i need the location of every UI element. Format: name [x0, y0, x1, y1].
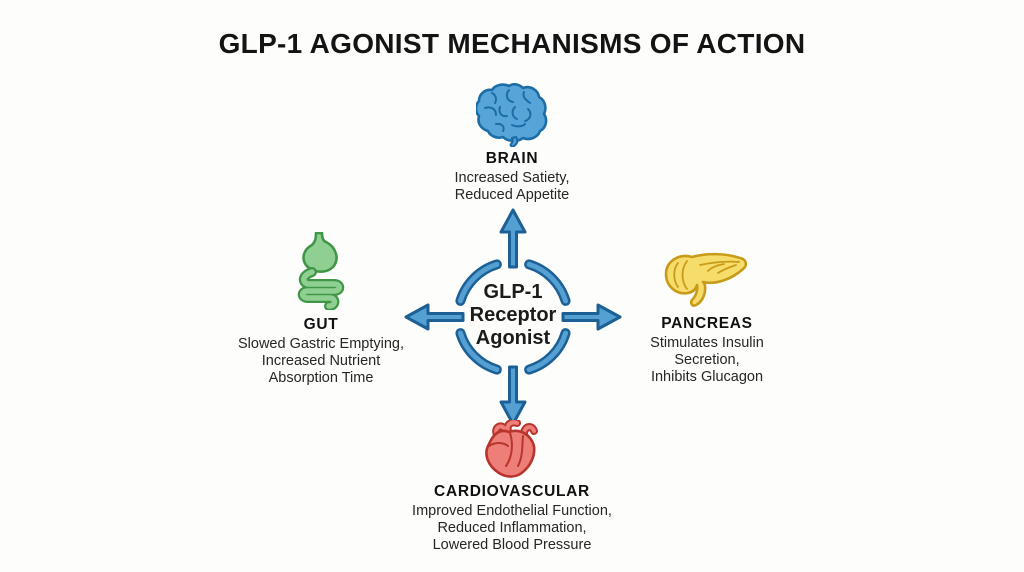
- brain-desc-line: Increased Satiety,: [454, 170, 570, 186]
- gut-icon: [290, 232, 352, 310]
- hub-line: Receptor: [469, 304, 557, 326]
- page-title: GLP-1 AGONIST MECHANISMS OF ACTION: [218, 28, 806, 59]
- gut-desc-line: Increased Nutrient: [261, 352, 381, 369]
- arrow-down-icon: [499, 365, 527, 426]
- hub-line: GLP-1: [483, 281, 543, 303]
- brain-section: BRAIN Increased Satiety, Reduced Appetit…: [362, 149, 662, 204]
- brain-desc-line: Reduced Appetite: [454, 186, 570, 203]
- hub-line: Agonist: [475, 327, 551, 349]
- gut-description: Slowed Gastric Emptying, Increased Nutri…: [196, 336, 446, 386]
- pancreas-description: Stimulates Insulin Secretion, Inhibits G…: [592, 335, 822, 385]
- gut-section: GUT Slowed Gastric Emptying, Increased N…: [196, 315, 446, 386]
- cardiovascular-label: CARDIOVASCULAR: [434, 483, 590, 500]
- pancreas-label: PANCREAS: [661, 315, 753, 332]
- hub-diagram: [403, 207, 623, 427]
- pancreas-desc-line: Secretion,: [674, 351, 740, 368]
- brain-description: Increased Satiety, Reduced Appetite: [362, 170, 662, 204]
- pancreas-icon: [660, 250, 752, 312]
- brain-icon: [476, 83, 548, 147]
- cardiovascular-description: Improved Endothelial Function, Reduced I…: [352, 503, 672, 553]
- pancreas-section: PANCREAS Stimulates Insulin Secretion, I…: [592, 314, 822, 385]
- arrow-up-icon: [499, 208, 527, 269]
- pancreas-desc-line: Stimulates Insulin: [650, 335, 764, 351]
- cardiovascular-desc-line: Lowered Blood Pressure: [432, 536, 592, 553]
- hub-center-label: GLP-1 Receptor Agonist: [433, 281, 593, 350]
- brain-label: BRAIN: [485, 150, 539, 167]
- gut-desc-line: Absorption Time: [268, 369, 374, 386]
- heart-icon: [479, 420, 545, 482]
- cardiovascular-desc-line: Improved Endothelial Function,: [412, 503, 612, 519]
- hub-ring: [455, 259, 571, 375]
- gut-label: GUT: [303, 316, 339, 333]
- cardiovascular-section: CARDIOVASCULAR Improved Endothelial Func…: [352, 482, 672, 553]
- pancreas-desc-line: Inhibits Glucagon: [650, 368, 764, 385]
- cardiovascular-desc-line: Reduced Inflammation,: [437, 519, 587, 536]
- gut-desc-line: Slowed Gastric Emptying,: [237, 336, 404, 352]
